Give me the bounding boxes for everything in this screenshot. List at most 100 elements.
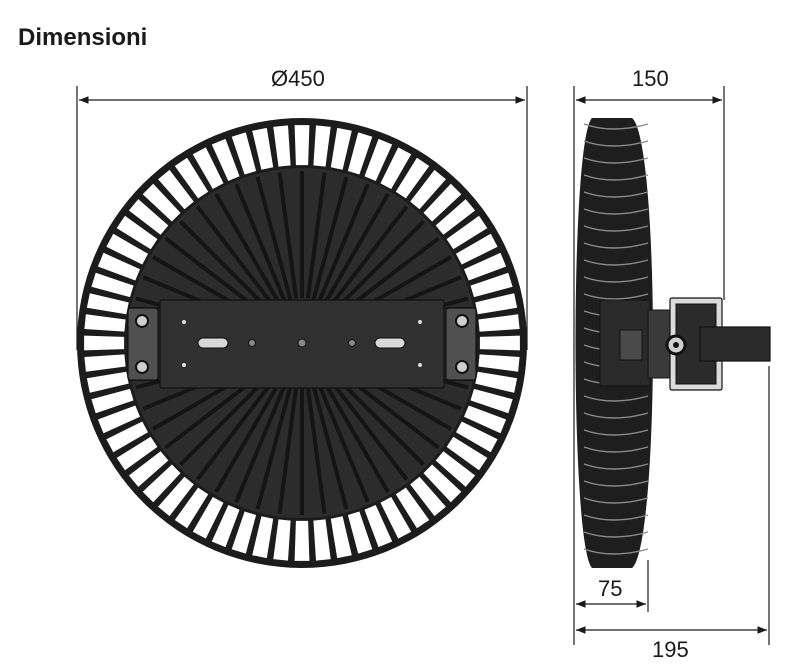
fin-slot bbox=[435, 199, 476, 235]
fin-slot bbox=[211, 505, 240, 548]
side-fin-edge bbox=[583, 208, 649, 215]
side-fin-edge bbox=[583, 276, 649, 283]
fin-slot bbox=[294, 125, 310, 166]
side-fin-edge bbox=[583, 242, 649, 249]
fin-slot bbox=[456, 233, 498, 265]
inner-fin bbox=[277, 172, 299, 299]
inner-fin bbox=[311, 385, 349, 510]
heatsink-fins bbox=[84, 125, 520, 561]
fin-slot bbox=[470, 272, 513, 298]
fin-slot bbox=[192, 147, 224, 189]
fin-slot bbox=[464, 252, 507, 281]
side-fin-edge bbox=[583, 463, 649, 470]
fin-slot bbox=[86, 293, 129, 315]
fin-slot bbox=[330, 516, 352, 559]
side-fin-edge bbox=[583, 174, 649, 181]
inner-fin bbox=[317, 183, 370, 303]
fin-slot bbox=[313, 519, 331, 561]
inner-fin bbox=[234, 383, 287, 503]
fin-slot bbox=[456, 421, 498, 453]
fin-slot bbox=[446, 436, 488, 471]
fin-slot bbox=[86, 371, 129, 393]
inner-fin bbox=[178, 219, 272, 313]
inner-fin bbox=[214, 381, 282, 493]
side-fin-edge bbox=[583, 123, 649, 130]
side-fin-edge bbox=[583, 191, 649, 198]
fin-slot bbox=[116, 215, 158, 250]
fin-slot bbox=[423, 183, 462, 222]
fin-slot bbox=[91, 272, 134, 298]
inner-fin bbox=[178, 373, 272, 467]
fin-slot bbox=[446, 215, 488, 250]
side-fin-edge bbox=[583, 497, 649, 504]
fin-slot bbox=[273, 125, 291, 167]
fin-slot bbox=[158, 476, 194, 517]
fin-slot bbox=[84, 335, 125, 351]
fin-slot bbox=[116, 436, 158, 471]
side-fin-edge bbox=[583, 259, 649, 266]
fin-slot bbox=[380, 147, 412, 189]
side-fin-edge bbox=[583, 395, 649, 402]
side-fin-edge bbox=[583, 157, 649, 164]
fin-slot bbox=[84, 314, 126, 332]
inner-fin bbox=[214, 193, 282, 305]
fin-slot bbox=[273, 519, 291, 561]
fin-slot bbox=[347, 132, 373, 175]
fin-slot bbox=[347, 511, 373, 554]
fin-slot bbox=[192, 497, 224, 539]
fin-slot bbox=[410, 476, 446, 517]
inner-fin bbox=[322, 381, 390, 493]
inner-fin bbox=[277, 387, 299, 514]
fin-slot bbox=[142, 464, 181, 503]
fin-slot bbox=[395, 157, 430, 199]
page-title: Dimensioni bbox=[18, 24, 148, 51]
fin-slot bbox=[464, 405, 507, 434]
fin-slot bbox=[211, 138, 240, 181]
inner-fin bbox=[195, 377, 277, 481]
fin-slot bbox=[313, 125, 331, 167]
depth-total-dimension-label: 195 bbox=[652, 637, 689, 662]
inner-fin bbox=[305, 172, 327, 299]
side-fin-edge bbox=[583, 429, 649, 436]
fin-slot bbox=[330, 127, 352, 170]
inner-fin bbox=[332, 219, 426, 313]
inner-fin bbox=[317, 383, 370, 503]
fin-slot bbox=[231, 132, 257, 175]
fin-slot bbox=[475, 293, 518, 315]
fin-slot bbox=[478, 354, 520, 372]
front-view-luminaire bbox=[77, 118, 527, 568]
fin-slot bbox=[364, 138, 393, 181]
fin-slot bbox=[252, 127, 274, 170]
diameter-dimension-label: Ø450 bbox=[271, 66, 325, 91]
side-fin-edge bbox=[583, 480, 649, 487]
fin-slot bbox=[475, 371, 518, 393]
side-fin-edge bbox=[583, 514, 649, 521]
fin-slot bbox=[84, 354, 126, 372]
dimension-lines bbox=[76, 86, 770, 645]
fin-slot bbox=[128, 199, 169, 235]
inner-fin bbox=[255, 176, 293, 301]
inner-fin bbox=[305, 387, 327, 514]
fin-slot bbox=[174, 487, 209, 529]
fin-slot bbox=[142, 183, 181, 222]
inner-fin bbox=[327, 377, 409, 481]
fin-slot bbox=[479, 335, 520, 351]
inner-fin bbox=[311, 176, 349, 301]
fin-slot bbox=[435, 451, 476, 487]
fin-slot bbox=[294, 520, 310, 561]
fin-slot bbox=[423, 464, 462, 503]
inner-fin bbox=[332, 373, 426, 467]
fin-slot bbox=[158, 169, 194, 210]
side-fin-edge bbox=[583, 446, 649, 453]
fin-slot bbox=[380, 497, 412, 539]
fin-slot bbox=[97, 405, 140, 434]
fin-slot bbox=[252, 516, 274, 559]
fin-slot bbox=[106, 233, 148, 265]
inner-fin bbox=[195, 205, 277, 309]
inner-fin bbox=[255, 385, 293, 510]
fin-slot bbox=[128, 451, 169, 487]
inner-fin bbox=[327, 205, 409, 309]
mounting-bracket bbox=[127, 299, 477, 389]
fin-slot bbox=[478, 314, 520, 332]
inner-fin bbox=[234, 183, 287, 303]
